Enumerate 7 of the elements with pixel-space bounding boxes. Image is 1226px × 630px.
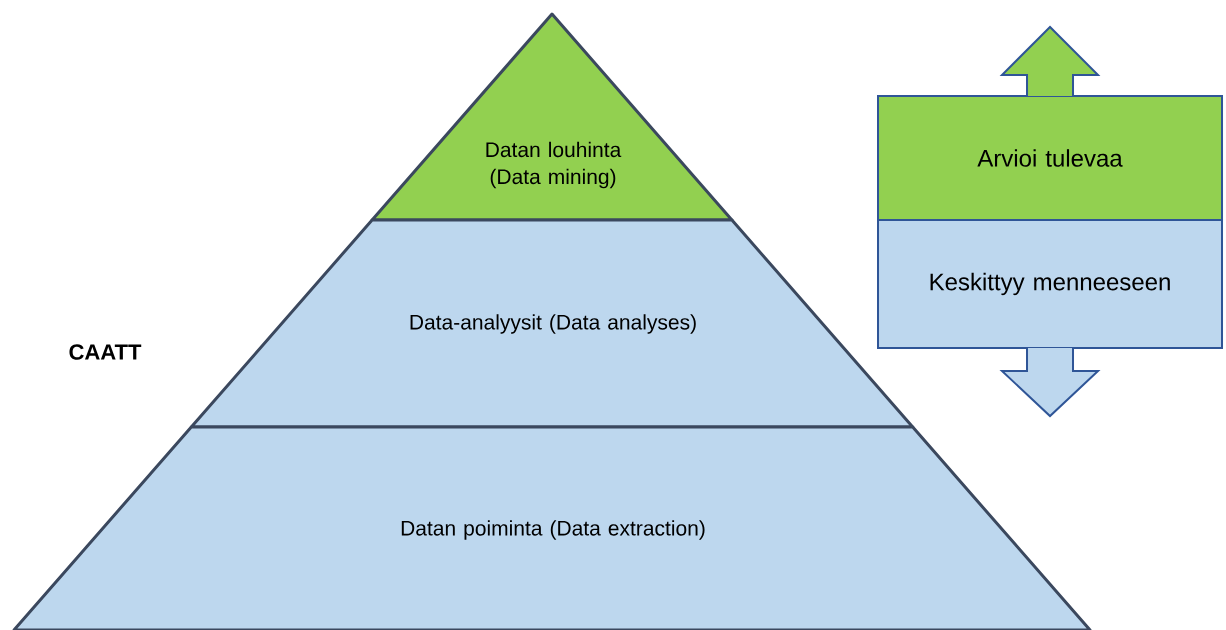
text-box: Arvioi tulevaa [877, 95, 1223, 221]
label: CAATT [69, 344, 142, 360]
text-box: Keskittyy menneeseen [877, 219, 1223, 349]
block-arrow [999, 347, 1101, 418]
block-arrow [999, 25, 1101, 97]
pyramid-tier: Datan poiminta (Data extraction) [12, 425, 1092, 630]
pyramid-tier: Datan louhinta (Data mining) [370, 12, 734, 222]
